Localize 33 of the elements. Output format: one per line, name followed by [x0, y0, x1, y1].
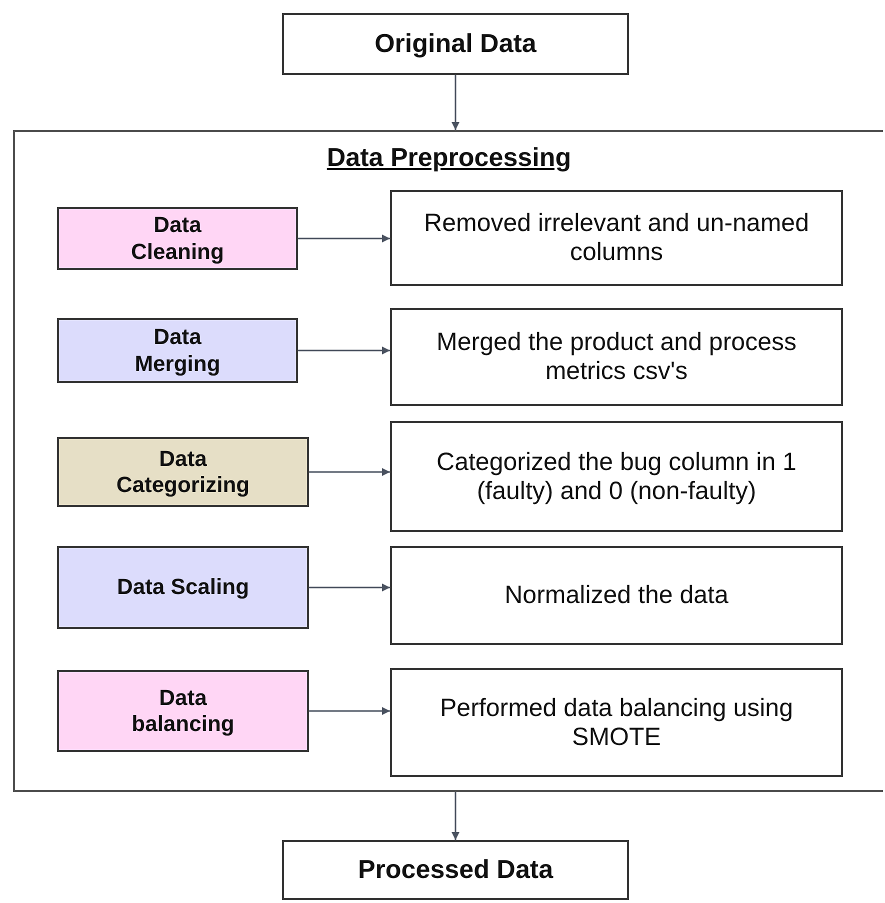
step-box [57, 207, 298, 270]
step-label: Data Cleaning [130, 212, 225, 265]
step-box [57, 546, 309, 629]
box-label: Processed Data [356, 854, 554, 886]
arrow [298, 346, 390, 354]
description-text: Removed irrelevant and un-named columns [423, 209, 810, 267]
data-box [282, 840, 629, 900]
section-heading: Data Preprocessing [326, 142, 572, 174]
arrow [309, 468, 390, 476]
description-box [390, 421, 843, 532]
description-text: Categorized the bug column in 1 (faulty) and 0 (non-faulty) [436, 448, 798, 506]
step-box [57, 670, 309, 752]
step-box [57, 437, 309, 507]
arrow [309, 707, 390, 715]
arrow [452, 75, 460, 130]
arrow [452, 792, 460, 840]
step-box [57, 318, 298, 383]
description-text: Normalized the data [504, 581, 730, 610]
description-text: Merged the product and process metrics csv's [436, 328, 798, 386]
arrow [298, 234, 390, 242]
box-label: Original Data [374, 28, 538, 60]
description-box [390, 546, 843, 645]
step-label: Data Scaling [116, 574, 250, 601]
description-box [390, 668, 843, 777]
description-box [390, 190, 843, 286]
step-label: Data Merging [134, 324, 222, 377]
step-label: Data Categorizing [115, 446, 251, 498]
description-box [390, 308, 843, 406]
preprocessing-panel [13, 130, 883, 792]
description-text: Performed data balancing using SMOTE [438, 694, 794, 752]
step-label: Data balancing [130, 684, 236, 738]
data-box [282, 13, 629, 75]
arrow [309, 584, 390, 592]
